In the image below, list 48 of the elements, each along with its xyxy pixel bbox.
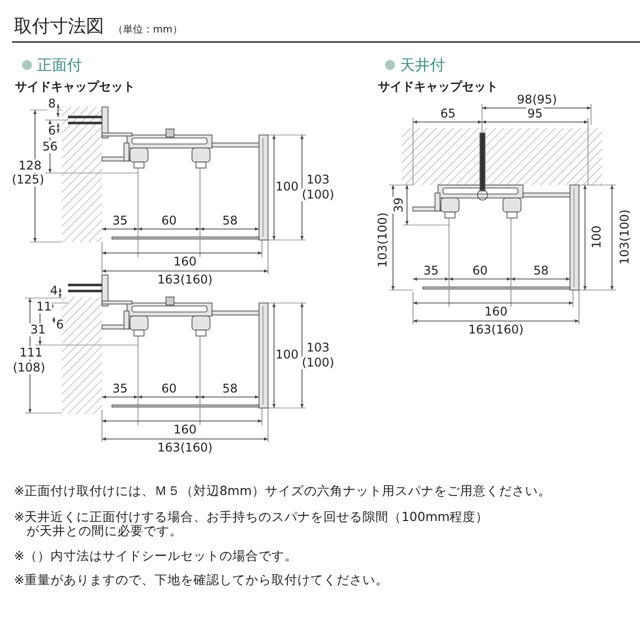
note-text: ※正面付け取付けには、Ｍ５（対辺8mm）サイズの六角ナット用スパナをご用意ください。: [14, 484, 552, 498]
subtitle: サイドキャップセット: [377, 80, 499, 94]
dimension-label: 6: [55, 318, 65, 332]
section-heading: 天井付: [399, 56, 446, 74]
dimension-label: 60: [160, 382, 178, 396]
dimension-label: 60: [160, 214, 178, 228]
dimension-label: 58: [532, 264, 550, 278]
dimension-label: 95: [526, 107, 544, 121]
dimension-label: 100: [274, 348, 300, 362]
dimension-label: (108): [12, 361, 46, 375]
dimension-label: 103(100): [618, 208, 632, 266]
dimension-label: 58: [221, 214, 239, 228]
note-text: ※重量がありますので、下地を確認してから取付けてください。: [14, 573, 390, 587]
dimension-label: 39: [392, 196, 406, 214]
dimension-label: 163(160): [467, 323, 525, 337]
dimension-label: 58: [221, 382, 239, 396]
subtitle: サイドキャップセット: [14, 80, 136, 94]
dimension-label: 111: [18, 346, 44, 360]
dimension-label: (125): [10, 173, 46, 187]
dimension-label: 98(95): [516, 93, 558, 107]
dimension-label: 8: [47, 97, 57, 111]
dimension-label: 100: [590, 224, 604, 250]
dimension-label: 65: [439, 107, 457, 121]
dimension-label: 4: [49, 284, 59, 298]
dimension-label: 35: [111, 214, 129, 228]
note-text: ※（）内寸法はサイドシールセットの場合です。: [14, 549, 298, 563]
dimension-label: 103: [306, 341, 330, 355]
dimension-label: 35: [111, 382, 129, 396]
dimension-label: (100): [300, 356, 336, 370]
dimension-label: 103: [306, 173, 330, 187]
dimension-label: 100: [274, 180, 300, 194]
dimension-label: 163(160): [156, 441, 214, 455]
note-text: ※天井近くに正面付けする場合、お手持ちのスパナを回せる隙間（100mm程度）が天井との間に必要です。: [14, 510, 490, 538]
title: 取付寸法図: [14, 15, 104, 38]
dimension-label: 56: [41, 140, 59, 154]
dimension-label: 60: [471, 264, 489, 278]
dimension-label: 35: [422, 264, 440, 278]
dimension-label: 160: [172, 423, 198, 437]
dimension-label: 103(100): [376, 211, 390, 269]
section-heading: 正面付: [36, 56, 83, 74]
dimension-label: 160: [172, 255, 198, 269]
dimension-label: 6: [47, 124, 57, 138]
dimension-label: 31: [29, 323, 47, 337]
dimension-label: 11: [35, 300, 53, 314]
dimension-label: 163(160): [156, 273, 214, 287]
dimension-label: 160: [484, 305, 508, 319]
dimension-label: (100): [300, 188, 336, 202]
dimension-label: 128: [18, 159, 42, 173]
